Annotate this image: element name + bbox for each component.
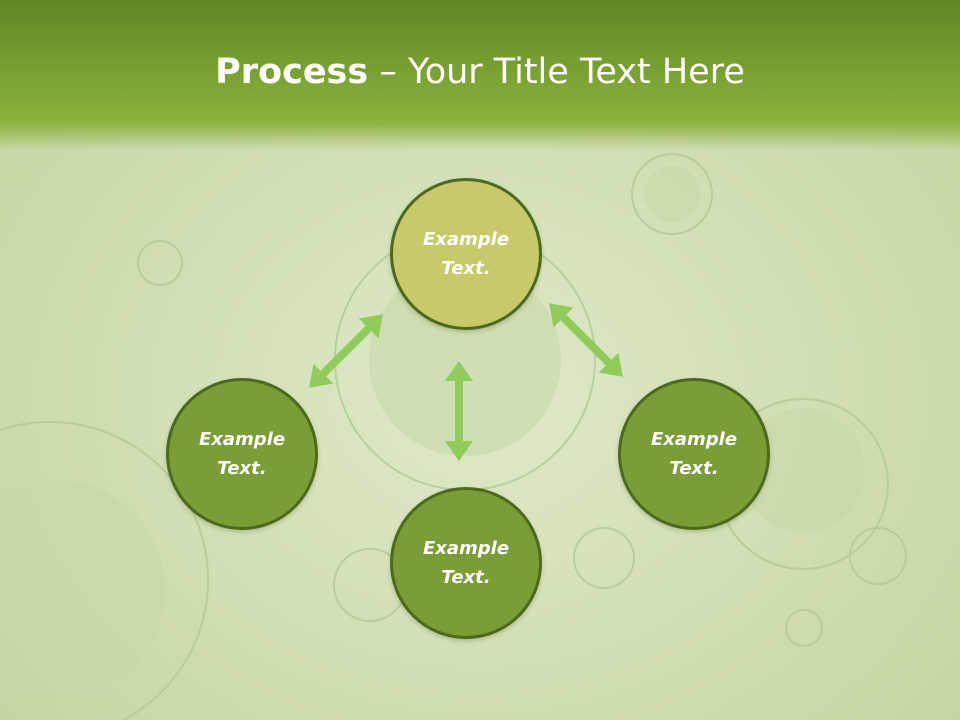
title-strong: Process: [215, 52, 369, 92]
cell-small-right: [849, 527, 907, 585]
arrows: [309, 303, 623, 461]
cell-small-bottom: [573, 527, 635, 589]
arrow-top-left: [309, 314, 383, 388]
title-rest: – Your Title Text Here: [368, 52, 745, 92]
node-bottom: Example Text.: [390, 487, 542, 639]
node-bottom-label: Example Text.: [422, 538, 510, 588]
node-left-label: Example Text.: [198, 429, 286, 479]
node-top-label: Example Text.: [422, 229, 510, 279]
node-right: Example Text.: [618, 378, 770, 530]
arrow-top-right: [549, 303, 623, 377]
title-banner: [0, 0, 960, 150]
large-cell-left: [0, 421, 209, 720]
cell-tiny: [785, 609, 823, 647]
cell-small-left: [137, 240, 183, 286]
cell-top-right: [631, 153, 713, 235]
arrow-center-vertical: [445, 361, 473, 461]
node-left: Example Text.: [166, 378, 318, 530]
slide-title: Process – Your Title Text Here: [0, 52, 960, 92]
node-top: Example Text.: [390, 178, 542, 330]
node-right-label: Example Text.: [650, 429, 738, 479]
